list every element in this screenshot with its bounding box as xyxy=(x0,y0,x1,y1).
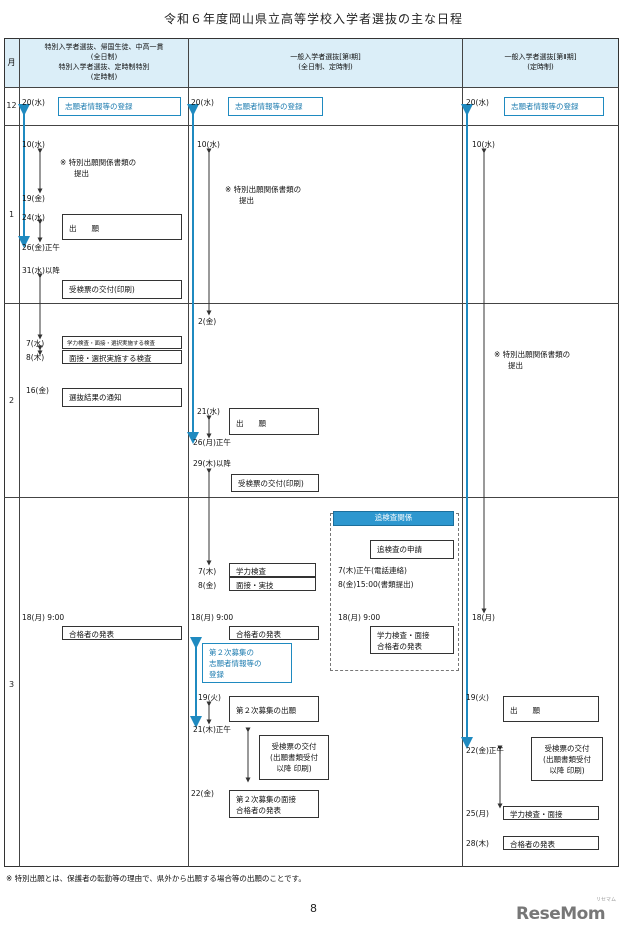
header-month: 月 xyxy=(7,58,16,67)
divider xyxy=(19,38,20,867)
registration-box: 志願者情報等の登録 xyxy=(228,97,323,116)
date-label: 7(木) xyxy=(198,567,217,576)
date-label: 24(水) xyxy=(22,213,45,222)
ticket-box: 受検票の交付(印刷) xyxy=(231,474,319,492)
date-label: 29(木)以降 xyxy=(193,459,231,468)
month-12: 12 xyxy=(6,101,17,110)
make-up-result-box: 学力検査・面接合格者の発表 xyxy=(370,626,454,654)
month-3: 3 xyxy=(8,680,15,689)
date-label: 10(水) xyxy=(22,140,45,149)
date-label: 21(木)正午 xyxy=(193,725,231,734)
date-label: 10(水) xyxy=(472,140,495,149)
date-label: 20(水) xyxy=(22,98,45,107)
date-label: 20(水) xyxy=(191,98,214,107)
table-header xyxy=(5,39,618,87)
divider xyxy=(4,125,619,126)
date-label: 26(金)正午 xyxy=(22,243,60,252)
date-label: 7(木)正午(電話連絡) xyxy=(338,566,407,575)
date-label: 8(木) xyxy=(26,353,45,362)
date-label: 31(水)以降 xyxy=(22,266,60,275)
date-label: 19(金) xyxy=(22,194,45,203)
header-col1: 特別入学者選抜、帰国生徒、中高一貫(全日制) 特別入学者選抜、定時制特別(定時制… xyxy=(44,43,164,81)
ticket-box: 受検票の交付(出願書類受付以降 印刷) xyxy=(259,735,329,780)
date-label: 18(月) 9:00 xyxy=(22,613,65,622)
make-up-application-box: 追検査の申請 xyxy=(370,540,454,559)
page-title: 令和６年度岡山県立高等学校入学者選抜の主な日程 xyxy=(163,12,463,26)
date-label: 18(月) 9:00 xyxy=(191,613,234,622)
month-1: 1 xyxy=(8,210,15,219)
date-label: 26(月)正午 xyxy=(193,438,231,447)
interview-box: 面接・選択実施する検査 xyxy=(62,350,182,364)
pass-announcement-box: 合格者の発表 xyxy=(229,626,319,640)
application-box: 出 願 xyxy=(229,408,319,435)
ticket-box: 受検票の交付(印刷) xyxy=(62,280,182,299)
footnote: ※ 特別出願とは、保護者の転勤等の理由で、県外から出願する場合等の出願のことです… xyxy=(6,874,306,883)
pass-announcement-box: 合格者の発表 xyxy=(503,836,599,850)
note-text: ※ 特別出願関係書類の提出 xyxy=(60,158,137,178)
academic-test-box: 学力検査 xyxy=(229,563,316,577)
page-number: 8 xyxy=(310,902,317,915)
header-col2: 一般入学者選抜[第Ⅰ期](全日制、定時制) xyxy=(290,53,361,71)
date-label: 8(金) xyxy=(198,581,217,590)
note-text: ※ 特別出願関係書類の提出 xyxy=(494,350,571,370)
schedule-table xyxy=(4,38,619,867)
exam-box: 学力検査・面接・選択実施する検査 xyxy=(62,336,182,349)
date-label: 20(水) xyxy=(466,98,489,107)
interview-box: 面接・実技 xyxy=(229,577,316,591)
logo-subtext: リセマム xyxy=(596,897,617,903)
date-label: 7(水) xyxy=(26,339,45,348)
note-text: ※ 特別出願関係書類の提出 xyxy=(225,185,302,205)
registration-box: 志願者情報等の登録 xyxy=(58,97,181,116)
date-label: 22(金)正午 xyxy=(466,746,504,755)
registration-box: 志願者情報等の登録 xyxy=(504,97,604,116)
application-box: 出 願 xyxy=(503,696,599,722)
pass-announcement-box: 合格者の発表 xyxy=(62,626,182,640)
date-label: 2(金) xyxy=(198,317,217,326)
date-label: 8(金)15:00(書類提出) xyxy=(338,580,414,589)
resemom-logo: ReseMom xyxy=(516,904,606,924)
date-label: 18(月) 9:00 xyxy=(338,613,381,622)
divider xyxy=(188,38,189,867)
date-label: 19(火) xyxy=(198,693,221,702)
divider xyxy=(4,303,619,304)
date-label: 19(火) xyxy=(466,693,489,702)
divider xyxy=(4,87,619,88)
ticket-box: 受検票の交付(出願書類受付以降 印刷) xyxy=(531,737,603,781)
header-col3: 一般入学者選抜[第Ⅱ期](定時制) xyxy=(504,53,577,71)
second-interview-box: 第２次募集の面接合格者の発表 xyxy=(229,790,319,818)
make-up-exam-heading: 追検査関係 xyxy=(333,511,454,526)
date-label: 18(月) xyxy=(472,613,495,622)
date-label: 21(水) xyxy=(197,407,220,416)
date-label: 25(月) xyxy=(466,809,489,818)
date-label: 16(金) xyxy=(26,386,49,395)
test-interview-box: 学力検査・面接 xyxy=(503,806,599,820)
result-box: 選抜結果の通知 xyxy=(62,388,182,407)
date-label: 28(木) xyxy=(466,839,489,848)
date-label: 10(水) xyxy=(197,140,220,149)
divider xyxy=(4,497,619,498)
month-2: 2 xyxy=(8,396,15,405)
application-box: 出 願 xyxy=(62,214,182,240)
date-label: 22(金) xyxy=(191,789,214,798)
second-application-box: 第２次募集の出願 xyxy=(229,696,319,722)
second-registration-box: 第２次募集の志願者情報等の登録 xyxy=(202,643,292,683)
